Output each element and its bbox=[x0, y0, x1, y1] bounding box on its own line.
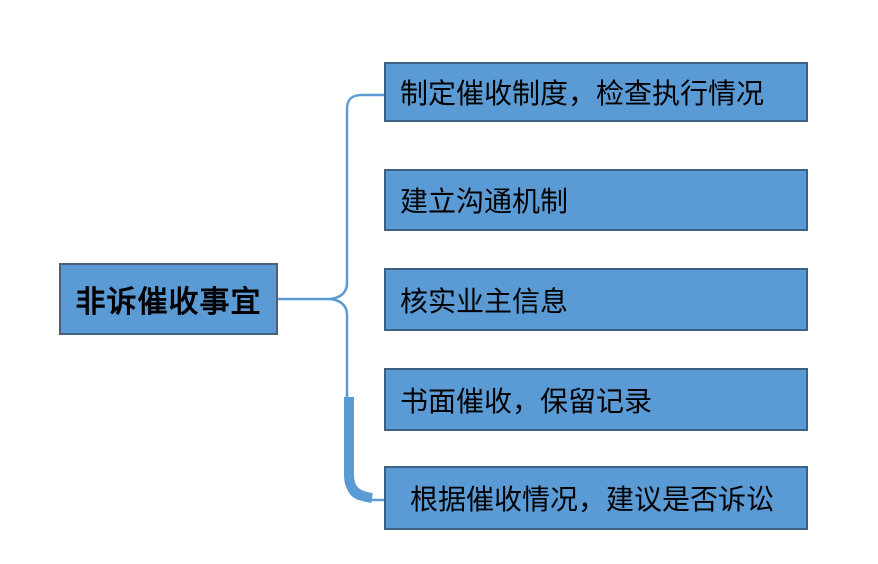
root-node: 非诉催收事宜 bbox=[59, 263, 278, 335]
branch-box-5: 根据催收情况，建议是否诉讼 bbox=[384, 466, 808, 530]
branch-label-1: 制定催收制度，检查执行情况 bbox=[400, 79, 765, 110]
branch-label-5: 根据催收情况，建议是否诉讼 bbox=[410, 485, 775, 516]
branch-label-2: 建立沟通机制 bbox=[400, 187, 569, 218]
root-node-label: 非诉催收事宜 bbox=[75, 286, 262, 319]
branch-box-1: 制定催收制度，检查执行情况 bbox=[384, 62, 808, 122]
connector-to-branch-1 bbox=[329, 93, 386, 301]
connector-to-branch-5 bbox=[329, 297, 386, 502]
branch-box-4: 书面催收，保留记录 bbox=[384, 368, 808, 431]
branch-label-4: 书面催收，保留记录 bbox=[400, 386, 653, 418]
connector-thick-segment bbox=[344, 397, 373, 503]
branch-label-3: 核实业主信息 bbox=[400, 286, 569, 318]
branch-box-3: 核实业主信息 bbox=[384, 268, 808, 331]
branch-box-2: 建立沟通机制 bbox=[384, 169, 808, 231]
